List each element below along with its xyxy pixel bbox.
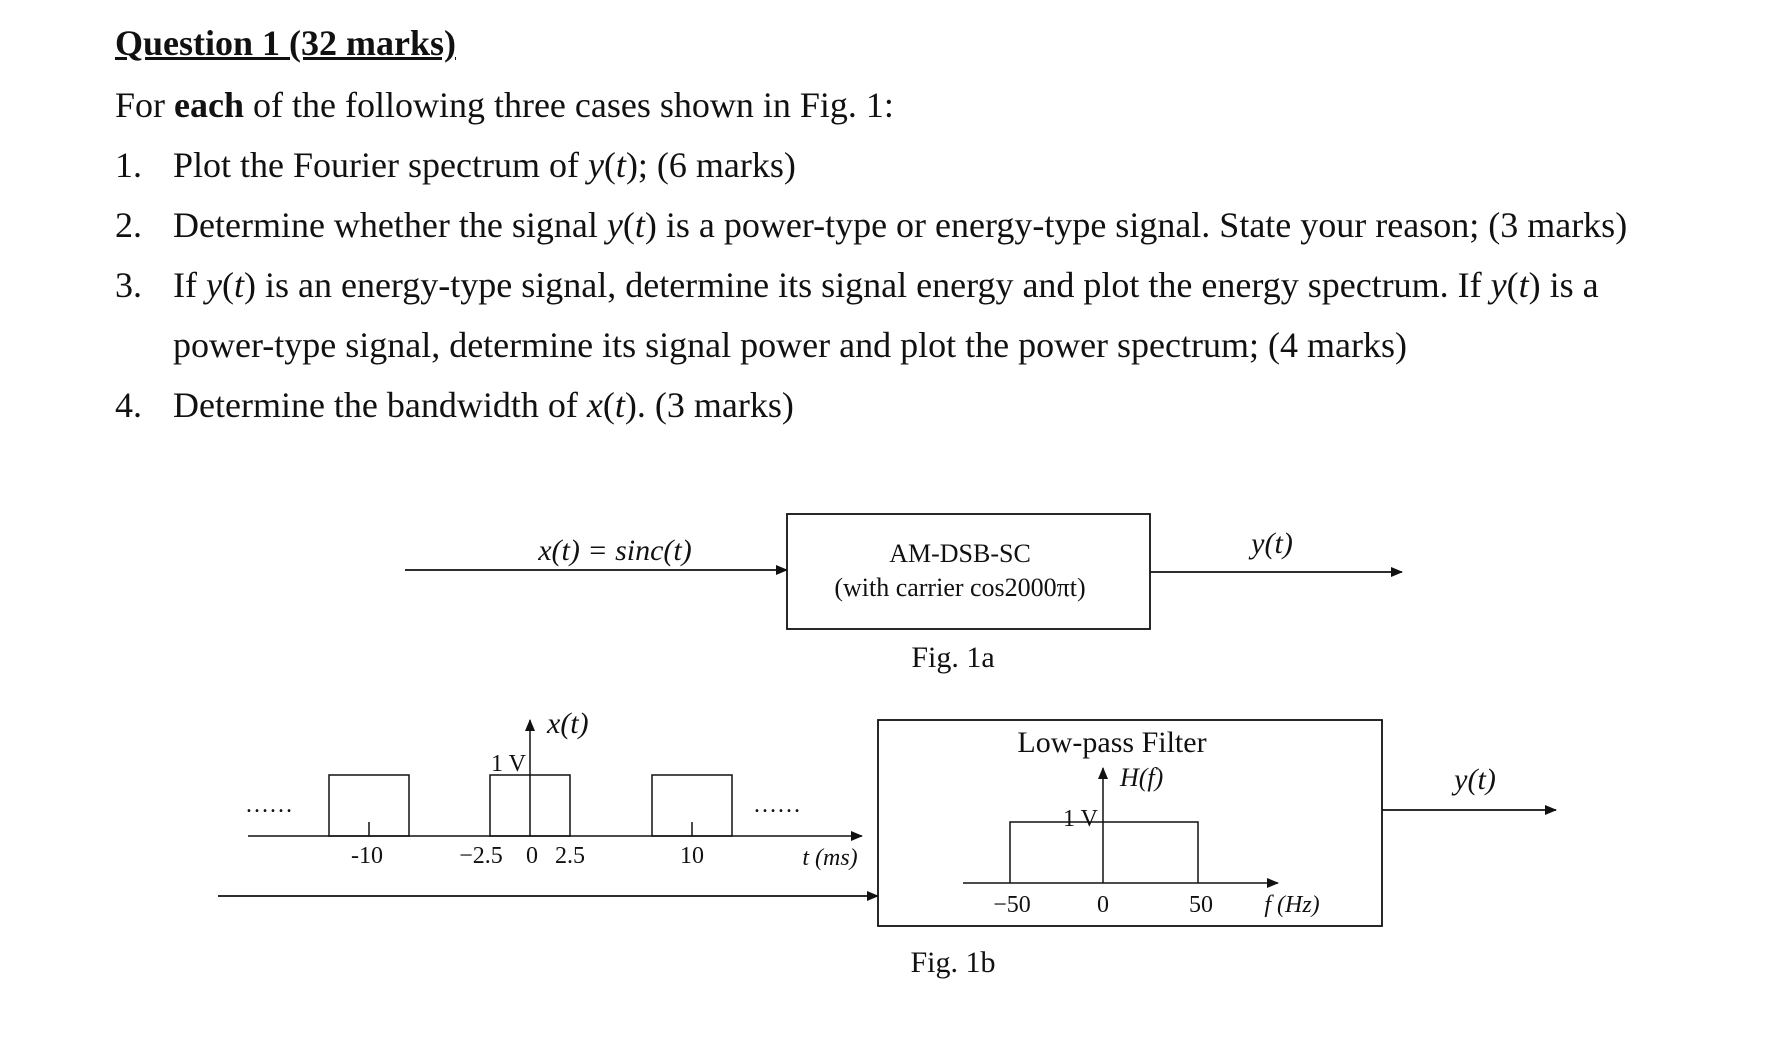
item-variable: y [587, 145, 604, 185]
item-number: 3. [115, 265, 142, 305]
am-dsb-sc-block [786, 513, 1151, 630]
output-signal-label: y(t) [1248, 527, 1293, 560]
pulse-amplitude-label: 1 V [491, 751, 527, 777]
time-tick-label: 2.5 [555, 843, 585, 869]
question-item-4: 4.Determine the bandwidth of x(t). (3 ma… [115, 385, 794, 425]
item-variable-2: y [1490, 265, 1507, 305]
freq-tick-label: −50 [993, 892, 1031, 918]
item-argument: t [614, 385, 625, 425]
filter-amplitude-label: 1 V [1063, 806, 1099, 832]
figure-1a: x(t) = sinc(t) AM-DSB-SC (with carrier c… [405, 513, 1403, 674]
item-argument-2: t [1518, 265, 1529, 305]
freq-tick-label: 50 [1189, 892, 1213, 918]
filter-output-label: y(t) [1451, 763, 1496, 796]
filter-passband [1009, 821, 1199, 883]
am-block-carrier: (with carrier cos2000πt) [834, 573, 1085, 602]
time-tick-label: 10 [680, 843, 704, 869]
item-argument: t [634, 205, 645, 245]
intro-text-end: of the following three cases shown in Fi… [244, 85, 894, 125]
question-item-1: 1.Plot the Fourier spectrum of y(t); (6 … [115, 145, 796, 185]
item-argument: t [233, 265, 244, 305]
item-text-end: ); (6 marks) [625, 145, 796, 185]
filter-title: Low-pass Filter [1017, 726, 1206, 759]
figure-1b-low-pass-filter: Low-pass Filter H(f) 1 V −50 0 50 f (Hz)… [877, 719, 1557, 979]
left-continuation-dots: …… [245, 792, 293, 818]
item-variable: x [586, 385, 603, 425]
figure-1a-caption: Fig. 1a [911, 641, 994, 674]
pulse-signal-label: x(t) [546, 707, 589, 740]
figure-1b-caption: Fig. 1b [910, 946, 995, 979]
intro-text-start: For [115, 85, 175, 125]
time-tick-label: −2.5 [459, 843, 503, 869]
intro-bold-word: each [174, 85, 244, 125]
item-text: Plot the Fourier spectrum of [173, 145, 588, 185]
frequency-axis-label: f (Hz) [1264, 892, 1319, 918]
item-number: 1. [115, 145, 142, 185]
item-text: Determine whether the signal [173, 205, 607, 245]
freq-tick-label: 0 [1097, 892, 1109, 918]
item-text-end: ) is a [1528, 265, 1599, 305]
question-intro: For each of the following three cases sh… [115, 84, 894, 126]
item-argument: t [615, 145, 626, 185]
item-text-end: ). (3 marks) [624, 385, 794, 425]
question-item-3-continuation: power-type signal, determine its signal … [173, 325, 1407, 365]
item-text: If [173, 265, 206, 305]
item-number: 4. [115, 385, 142, 425]
time-axis-label: t (ms) [802, 845, 857, 871]
input-signal-label: x(t) = sinc(t) [537, 534, 692, 567]
filter-response-label: H(f) [1119, 763, 1163, 792]
question-item-3: 3.If y(t) is an energy-type signal, dete… [115, 265, 1599, 305]
am-block-title: AM-DSB-SC [889, 539, 1031, 568]
item-variable: y [205, 265, 222, 305]
item-text-end: ) is a power-type or energy-type signal.… [644, 205, 1628, 245]
time-tick-label: -10 [351, 843, 383, 869]
item-text-middle: ) is an energy-type signal, determine it… [243, 265, 1491, 305]
low-pass-filter-block [877, 719, 1383, 927]
question-item-2: 2.Determine whether the signal y(t) is a… [115, 205, 1628, 245]
item-variable: y [606, 205, 623, 245]
question-heading: Question 1 (32 marks) [115, 23, 456, 63]
pulse-center [489, 774, 571, 837]
figure-1b-pulse-train: x(t) 1 V …… …… -10 −2.5 0 2.5 10 t (ms) [218, 707, 879, 901]
time-tick-label: 0 [526, 843, 538, 869]
right-continuation-dots: …… [753, 792, 801, 818]
item-text: Determine the bandwidth of [173, 385, 587, 425]
item-number: 2. [115, 205, 142, 245]
